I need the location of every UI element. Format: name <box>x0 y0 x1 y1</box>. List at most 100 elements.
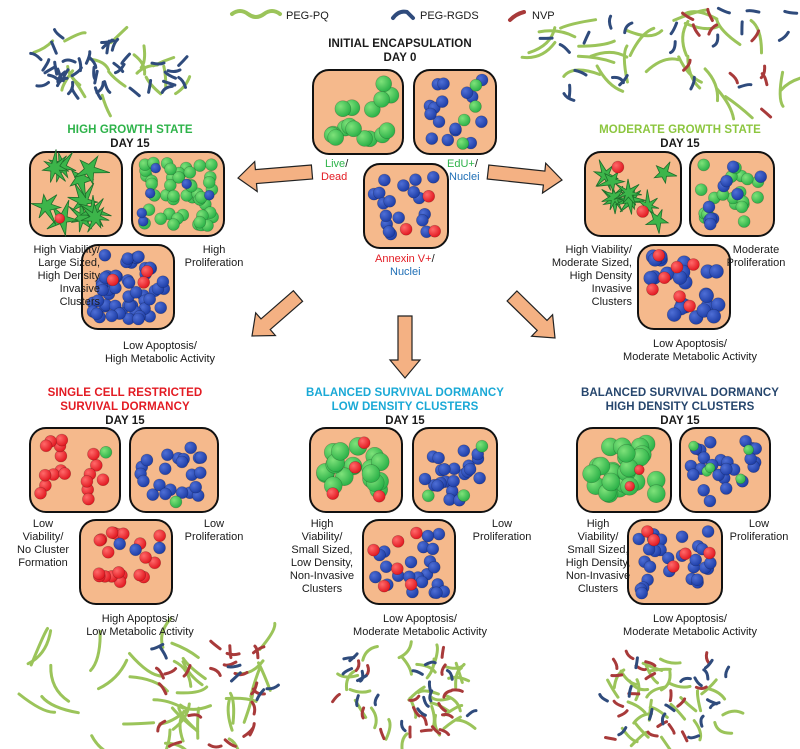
nvp-fiber <box>354 659 361 672</box>
nvp-fiber <box>419 728 433 733</box>
nucleus-cell <box>415 575 429 589</box>
dead-cell <box>153 529 166 543</box>
nvp-fiber <box>252 645 266 655</box>
peg-pq-fiber <box>164 728 172 749</box>
balanced-low-title: BALANCED SURVIVAL DORMANCY <box>305 387 505 399</box>
peg-rgds-fiber <box>783 9 799 15</box>
nvp-fiber <box>209 666 222 677</box>
peg-rgds-fiber <box>693 676 703 688</box>
legend-peg-pq-label: PEG-PQ <box>286 10 329 22</box>
peg-rgds-fiber <box>61 58 77 64</box>
live-cell <box>164 162 177 176</box>
peg-rgds-fiber <box>679 676 692 683</box>
dead-cell <box>112 566 125 579</box>
peg-pq-fiber <box>417 689 440 696</box>
dead-cell <box>82 492 95 506</box>
nucleus-cell <box>392 211 406 224</box>
peg-rgds-fiber <box>669 40 677 55</box>
peg-pq-fiber <box>430 704 436 728</box>
peg-pq-fiber <box>344 669 356 692</box>
nucleus-cell <box>153 541 166 555</box>
dead-cell <box>633 464 645 476</box>
peg-pq-fiber <box>713 721 734 735</box>
dead-cell <box>326 487 340 500</box>
peg-rgds-fiber <box>699 714 705 728</box>
moderate-growth-viability: High Viability/ Moderate Sized, High Den… <box>551 244 632 308</box>
live-cell <box>457 113 471 127</box>
nucleus-cell <box>432 115 446 128</box>
peg-pq-fiber <box>400 732 409 749</box>
nvp-fiber <box>420 714 428 726</box>
peg-rgds-fiber <box>558 43 571 54</box>
nucleus-cell <box>699 288 715 304</box>
nucleus-cell <box>189 480 202 494</box>
nucleus-cell <box>153 478 166 492</box>
nvp-fiber <box>682 58 692 72</box>
balanced-low-viability: High Viability/ Small Sized, Low Density… <box>289 518 355 595</box>
nucleus-cell <box>122 276 136 289</box>
nucleus-cell <box>404 555 418 569</box>
peg-rgds-fiber <box>777 30 790 42</box>
single-cell-title: SINGLE CELL RESTRICTED <box>47 387 203 399</box>
dead-cell <box>646 283 659 296</box>
nvp-fiber <box>442 689 453 699</box>
legend-peg-rgds-swatch <box>391 9 415 20</box>
nucleus-cell <box>702 200 716 214</box>
nucleus-cell <box>706 308 722 324</box>
peg-pq-fiber <box>29 627 49 667</box>
peg-pq-fiber <box>648 667 672 673</box>
peg-rgds-fiber <box>411 669 424 676</box>
slash-label: / <box>431 253 435 265</box>
dead-cell <box>687 258 700 271</box>
peg-pq-fiber <box>428 694 452 702</box>
peg-rgds-fiber <box>230 671 242 683</box>
dead-cell <box>58 467 71 480</box>
peg-rgds-fiber <box>87 55 98 69</box>
live-cell <box>751 191 764 204</box>
nucleus-cell <box>129 285 143 299</box>
peg-rgds-fiber <box>711 33 720 48</box>
nvp-fiber <box>223 738 237 748</box>
nucleus-cell <box>96 283 109 297</box>
peg-rgds-fiber <box>358 669 365 683</box>
nvp-fiber <box>759 64 767 80</box>
peg-rgds-fiber <box>373 693 380 707</box>
nucleus-cell <box>720 174 733 188</box>
nucleus-cell <box>690 573 704 587</box>
peg-pq-fiber <box>672 8 708 22</box>
single-cell-apoptosis: High Apoptosis/ Low Metabolic Activity <box>86 613 194 638</box>
live-cell <box>375 75 393 93</box>
nuclei-label: Nuclei <box>449 171 480 183</box>
peg-pq-fiber <box>692 719 703 742</box>
dead-label: Dead <box>321 171 348 183</box>
nucleus-cell <box>475 115 488 129</box>
nucleus-cell <box>635 586 649 600</box>
peg-rgds-fiber <box>177 76 187 89</box>
edu-label: EdU+/ <box>447 158 478 171</box>
live-cell <box>735 473 746 485</box>
dead-cell <box>87 447 100 461</box>
live-cell <box>327 129 345 146</box>
nvp-fiber <box>364 664 371 677</box>
nvp-fiber <box>691 23 701 37</box>
nucleus-cell <box>424 107 437 121</box>
nucleus-cell <box>132 312 145 326</box>
nvp-fiber <box>707 23 719 36</box>
peg-pq-fiber <box>715 87 736 121</box>
invasive-cluster <box>596 171 626 193</box>
nucleus-cell <box>460 86 474 99</box>
nucleus-cell <box>447 474 460 488</box>
peg-pq-fiber <box>229 691 236 725</box>
dead-cell <box>93 533 107 547</box>
dead-cell <box>673 290 686 303</box>
balanced-low-apoptosis: Low Apoptosis/ Moderate Metabolic Activi… <box>353 613 487 638</box>
dead-cell <box>367 543 380 557</box>
peg-pq-fiber <box>633 720 650 739</box>
peg-pq-fiber <box>779 76 800 92</box>
peg-rgds-fiber <box>35 81 50 88</box>
nucleus-cell <box>449 122 462 136</box>
nucleus-cell <box>175 486 189 499</box>
live-cell <box>735 200 749 214</box>
dead-cell <box>39 439 53 453</box>
